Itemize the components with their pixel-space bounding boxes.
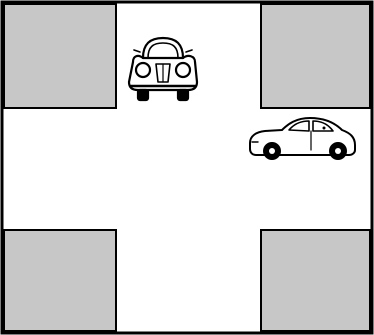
block-top-right — [260, 3, 371, 109]
block-bottom-right — [260, 229, 371, 332]
front-view-car-icon — [127, 36, 199, 102]
side-view-car-icon — [249, 117, 356, 160]
block-top-left — [3, 3, 117, 109]
city-blocks — [3, 3, 371, 332]
block-bottom-left — [3, 229, 117, 332]
